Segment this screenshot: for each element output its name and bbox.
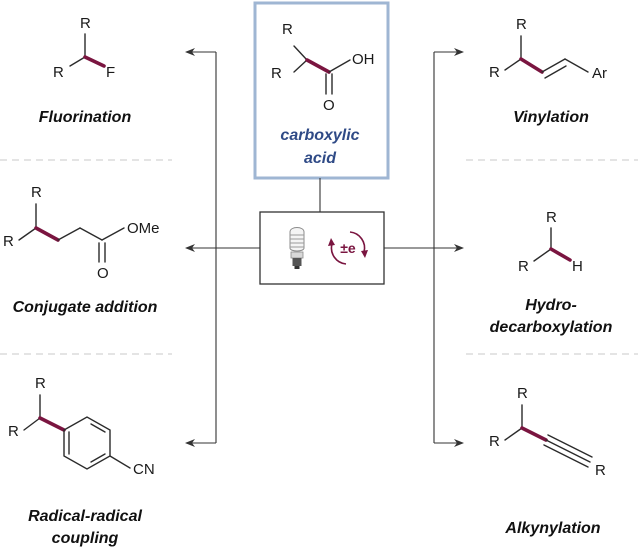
- svg-text:F: F: [106, 64, 115, 81]
- svg-text:R: R: [8, 423, 19, 440]
- svg-text:CN: CN: [133, 461, 155, 478]
- svg-text:R: R: [595, 462, 606, 479]
- svg-text:R: R: [53, 64, 64, 81]
- label-alkynylation: Alkynylation: [504, 520, 600, 537]
- svg-text:R: R: [3, 233, 14, 250]
- alkynylation-structure: R R R: [489, 385, 606, 479]
- carboxylic-acid-structure: R R OH O: [271, 21, 375, 114]
- carboxylic-acid-box: [253, 1, 390, 180]
- fluorination-structure: R R F: [53, 15, 115, 81]
- atom-r-top: R: [282, 21, 293, 38]
- svg-text:O: O: [97, 265, 109, 282]
- label-hydrodecarboxylation-line2: decarboxylation: [490, 319, 613, 336]
- electron-transfer-label: ±e: [340, 240, 356, 256]
- label-hydrodecarboxylation-line1: Hydro-: [525, 297, 577, 314]
- conjugate-addition-structure: R R OMe O: [3, 184, 160, 282]
- svg-text:R: R: [516, 16, 527, 33]
- svg-text:OMe: OMe: [127, 220, 160, 237]
- atom-r-left: R: [271, 65, 282, 82]
- label-fluorination: Fluorination: [39, 109, 132, 126]
- light-bulb-icon: [289, 227, 305, 269]
- svg-text:R: R: [546, 209, 557, 226]
- svg-text:R: R: [80, 15, 91, 32]
- electron-transfer-cycle-icon: ±e: [328, 231, 368, 265]
- radical-coupling-structure: R R CN: [8, 375, 155, 478]
- label-vinylation: Vinylation: [513, 109, 589, 126]
- hydrodecarboxylation-structure: R R H: [518, 209, 583, 275]
- svg-text:Ar: Ar: [592, 65, 607, 82]
- label-conjugate-addition: Conjugate addition: [13, 299, 158, 316]
- label-radical-coupling-line1: Radical-radical: [28, 508, 142, 525]
- vinylation-structure: R R Ar: [489, 16, 607, 82]
- label-radical-coupling-line2: coupling: [52, 530, 119, 547]
- svg-text:R: R: [31, 184, 42, 201]
- svg-text:R: R: [489, 64, 500, 81]
- catalysis-box: [259, 211, 385, 285]
- svg-text:H: H: [572, 258, 583, 275]
- svg-text:R: R: [489, 433, 500, 450]
- svg-text:R: R: [517, 385, 528, 402]
- center-label-line1: carboxylic: [280, 127, 359, 144]
- atom-oh: OH: [352, 51, 375, 68]
- svg-text:R: R: [35, 375, 46, 392]
- center-label-line2: acid: [304, 150, 337, 167]
- svg-text:R: R: [518, 258, 529, 275]
- atom-o: O: [323, 97, 335, 114]
